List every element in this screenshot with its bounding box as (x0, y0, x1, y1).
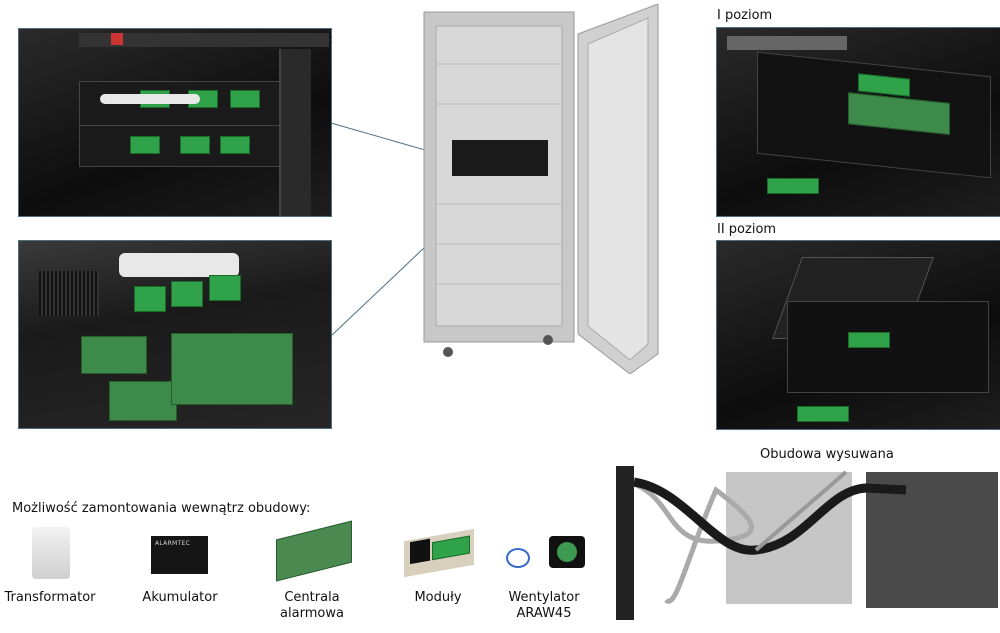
drawer-plate-dark (866, 472, 998, 608)
terminal-module (767, 178, 819, 194)
level1-photo (716, 27, 1000, 217)
pcb-module (81, 336, 147, 374)
alarm-control-board (171, 333, 293, 405)
terminal-module (130, 136, 160, 154)
terminal-module (230, 90, 260, 108)
accessory-label-wentylator: Wentylator ARAW45 (494, 590, 594, 622)
drawer-open-level1 (757, 51, 991, 179)
accessories-heading: Możliwość zamontowania wewnątrz obudowy: (12, 501, 311, 516)
terminal-module (171, 281, 203, 307)
rack-rail (616, 466, 634, 620)
accessory-label-moduly: Moduły (414, 590, 462, 605)
power-strip (79, 33, 329, 47)
module-panel-lower (79, 125, 291, 167)
drawer-interior-photo (18, 240, 332, 429)
accessory-label-centrala: Centrala alarmowa (262, 590, 362, 622)
terminal-module (797, 406, 849, 422)
sensor-cable (506, 548, 530, 568)
battery-icon: ALARMTEC (151, 536, 208, 574)
accessory-label-akumulator: Akumulator (142, 590, 218, 605)
accessory-label-wentylator-text: Wentylator ARAW45 (508, 590, 580, 621)
accessory-label-centrala-text: Centrala alarmowa (280, 590, 344, 621)
cable-conduit (279, 49, 311, 216)
vent-grille (39, 271, 99, 316)
fan-icon (549, 536, 585, 568)
rack-cabinet (423, 4, 659, 374)
network-switch (727, 36, 847, 50)
terminal-module (220, 136, 250, 154)
terminal-module (180, 136, 210, 154)
level1-label: I poziom (717, 8, 773, 23)
warning-icon (111, 33, 123, 45)
accessory-label-transformator: Transformator (4, 590, 96, 605)
wire-bundle (119, 253, 239, 277)
level2-photo (716, 240, 1000, 430)
level2-label: II poziom (717, 222, 777, 237)
drawer-title: Obudowa wysuwana (760, 447, 894, 462)
relay-block (410, 538, 430, 565)
drawer-slide-photo (616, 466, 998, 620)
terminal-module (209, 275, 241, 301)
terminal-module (134, 286, 166, 312)
pcb-module (848, 92, 950, 135)
terminal-module (848, 332, 890, 348)
battery-brand-label: ALARMTEC (155, 540, 191, 547)
pcb-module (109, 381, 177, 421)
terminal-module (432, 535, 470, 561)
rack-front-photo (18, 28, 332, 217)
drawer-open-level2 (787, 301, 989, 393)
cable-bundle-gray (633, 481, 754, 604)
transformer-icon (32, 527, 70, 579)
fan-hub (557, 542, 577, 562)
drawer-unit (452, 140, 548, 176)
wire-bundle (100, 94, 200, 104)
